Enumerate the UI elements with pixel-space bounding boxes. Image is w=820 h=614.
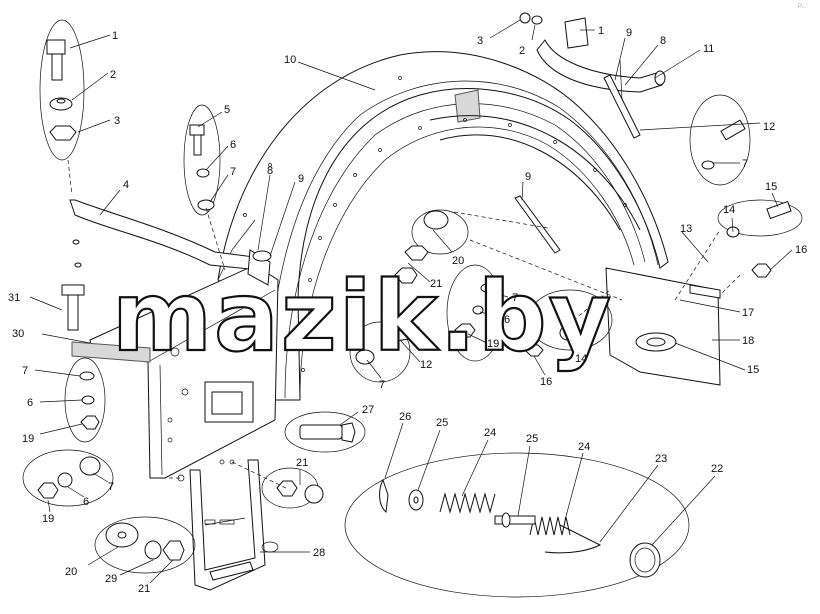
callout-15b: 15	[747, 364, 759, 376]
callout-19: 19	[487, 338, 499, 350]
callout-21b: 21	[138, 583, 150, 595]
assembly-lines	[67, 159, 741, 489]
callout-9b: 9	[626, 27, 632, 39]
hardware	[37, 12, 792, 578]
callout-8: 8	[267, 165, 273, 177]
fender-arch	[217, 51, 669, 401]
callout-3: 3	[114, 115, 120, 127]
callout-8b: 8	[660, 35, 666, 47]
callout-26: 26	[399, 411, 411, 423]
callout-7e: 7	[22, 365, 28, 377]
callout-6b: 6	[504, 314, 510, 326]
callout-12: 12	[763, 121, 775, 133]
callout-15: 15	[765, 181, 777, 193]
callout-4: 4	[123, 179, 129, 191]
callout-2: 2	[110, 69, 116, 81]
leader-lines	[29, 19, 793, 584]
callout-29: 29	[105, 573, 117, 585]
callout-24: 24	[484, 427, 496, 439]
callout-30: 30	[12, 328, 24, 340]
callout-6c: 6	[27, 397, 33, 409]
callout-25b: 25	[526, 433, 538, 445]
callout-16b: 16	[540, 376, 552, 388]
callout-9: 9	[298, 173, 304, 185]
callout-22: 22	[711, 463, 723, 475]
callout-28: 28	[313, 547, 325, 559]
callout-20b: 20	[65, 566, 77, 578]
callout-16: 16	[795, 244, 807, 256]
callout-9c: 9	[525, 171, 531, 183]
step-frame	[189, 459, 266, 591]
callout-1: 1	[112, 30, 118, 42]
callout-7f: 7	[108, 481, 114, 493]
callout-1b: 1	[598, 25, 604, 37]
callout-ellipses	[22, 19, 803, 598]
left-tube	[69, 199, 272, 286]
callout-31: 31	[8, 292, 20, 304]
callout-5: 5	[224, 104, 230, 116]
callout-11: 11	[703, 43, 714, 55]
callout-3b: 3	[477, 35, 483, 47]
callout-7d: 7	[379, 379, 385, 391]
callout-23: 23	[655, 453, 667, 465]
callout-10: 10	[284, 54, 296, 66]
corner-mark: P...	[798, 4, 807, 10]
callout-6: 6	[230, 139, 236, 151]
watermark: mazik.by	[112, 261, 613, 373]
callout-25: 25	[436, 417, 448, 429]
callout-14: 14	[723, 204, 735, 216]
callout-14b: 14	[575, 353, 587, 365]
callout-18: 18	[742, 335, 754, 347]
callout-19b: 19	[22, 433, 34, 445]
callout-13: 13	[680, 223, 692, 235]
callout-21: 21	[430, 278, 442, 290]
callout-17: 17	[742, 307, 754, 319]
callout-7c: 7	[512, 292, 518, 304]
callout-7b: 7	[742, 158, 748, 170]
callout-7: 7	[230, 166, 236, 178]
callout-2b: 2	[519, 45, 525, 57]
callout-numbers: 1 2 3 4 5 6 7 8 9 10 3 2 1 9 8 11 12 7 1…	[8, 25, 807, 595]
callout-21c: 21	[296, 457, 308, 469]
callout-24b: 24	[578, 441, 590, 453]
callout-6d: 6	[83, 496, 89, 508]
right-tube	[536, 17, 666, 139]
bracket-strip	[514, 195, 561, 254]
spring-left	[439, 492, 496, 514]
callout-20: 20	[452, 255, 464, 267]
callout-12b: 12	[420, 359, 432, 371]
callout-27: 27	[362, 404, 374, 416]
callout-19c: 19	[42, 513, 54, 525]
spring-right	[529, 516, 571, 536]
mud-flap	[605, 267, 721, 386]
